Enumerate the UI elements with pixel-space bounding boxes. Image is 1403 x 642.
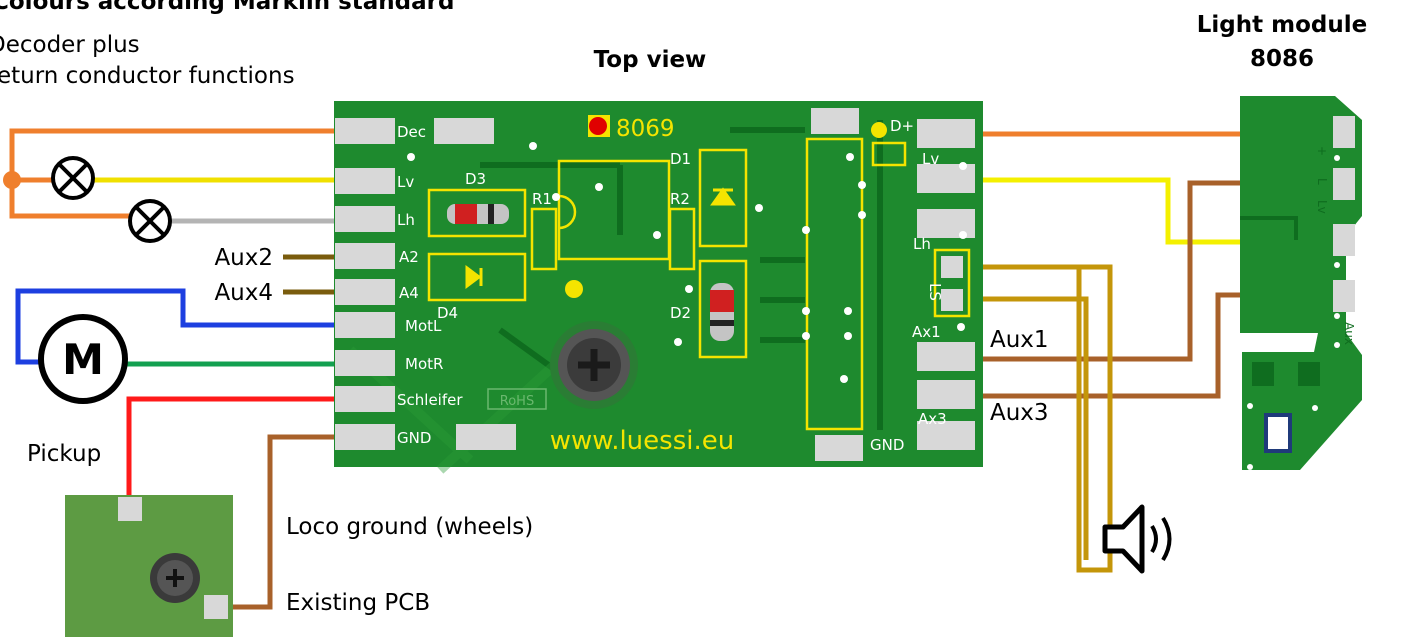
pin-schleifer: Schleifer: [397, 391, 463, 409]
pin-lh-right: Lh: [913, 235, 931, 253]
wire-junction-dot: [3, 171, 21, 189]
vias: [407, 142, 967, 383]
light-module-board: + L Lv Aux: [1240, 96, 1362, 470]
light-module-title: Light module: [1197, 12, 1367, 38]
aux4-label: Aux4: [214, 280, 273, 306]
light-module-number: 8086: [1250, 46, 1314, 72]
wire-gold-ls1: [963, 264, 1113, 573]
bottom-pad-2: [815, 435, 863, 461]
pickup-pad: [118, 497, 142, 521]
pin-ax1: Ax1: [912, 323, 941, 341]
top-view-label: Top view: [594, 47, 707, 73]
module-pad-aux: Aux: [1342, 322, 1356, 345]
rear-lamp-icon: [128, 199, 172, 243]
ground-pad: [204, 595, 228, 619]
wire-brown-gnd: [228, 434, 337, 610]
pin-ax3: Ax3: [918, 410, 947, 428]
motor-icon: M: [38, 314, 128, 404]
motor-label: M: [62, 335, 104, 384]
module-pad-lv: Lv: [1315, 200, 1329, 214]
led-icon: [1264, 413, 1292, 453]
wire-blue-motl: [15, 288, 337, 365]
pin-dec: Dec: [397, 123, 426, 141]
existing-pcb-label: Existing PCB: [286, 590, 430, 616]
model-number: 8069: [616, 116, 675, 142]
speaker-icon: [1102, 504, 1172, 574]
pin-motr: MotR: [405, 355, 443, 373]
module-pad-plus: +: [1315, 146, 1329, 156]
pin-a4: A4: [399, 284, 419, 302]
diode-d4-icon: [465, 265, 483, 289]
diode-d2-icon: [710, 283, 734, 341]
diode-d3-icon: [447, 204, 509, 224]
wire-gold-ls2: [963, 296, 1089, 560]
right-pads: [917, 119, 975, 450]
rohs-label: RoHS: [500, 394, 534, 409]
wire-red-pickup: [126, 396, 337, 497]
pin-gnd-left: GND: [397, 429, 431, 447]
module-vias: [1247, 155, 1340, 470]
pin-motl: MotL: [405, 317, 442, 335]
label-r1: R1: [532, 190, 552, 208]
label-d4: D4: [437, 304, 458, 322]
pin-ls: LS: [926, 283, 944, 301]
subtitle-line-2: return conductor functions: [0, 63, 295, 89]
existing-pcb-board: [65, 495, 233, 640]
left-pads: [335, 118, 395, 450]
top-pad-2: [811, 108, 859, 134]
label-r2: R2: [670, 190, 690, 208]
top-pad-1: [434, 118, 494, 144]
aux3-label: Aux3: [990, 400, 1049, 426]
label-d1: D1: [670, 150, 691, 168]
bottom-pad-1: [456, 424, 516, 450]
website-label: www.luessi.eu: [550, 426, 734, 456]
subtitle-line-1: Decoder plus: [0, 32, 140, 58]
pickup-label: Pickup: [27, 441, 101, 467]
aux2-label: Aux2: [214, 245, 273, 271]
aux1-label: Aux1: [990, 327, 1049, 353]
pin-gnd-right: GND: [870, 436, 904, 454]
pin-lv-left: Lv: [397, 173, 414, 191]
decoder-pcb: Dec Lv Lh A2 A4 MotL MotR Schleifer GND …: [334, 101, 983, 474]
module-pads: [1333, 116, 1355, 312]
front-lamp-icon: [51, 156, 95, 200]
rohs-box: [487, 388, 547, 410]
mounting-screw-icon: [550, 321, 638, 409]
screw-icon: [150, 553, 200, 603]
large-ic-outline: [805, 137, 864, 431]
module-pad-l: L: [1315, 178, 1329, 185]
pin-a2: A2: [399, 248, 419, 266]
diagram-title: Colours according Märklin standard: [0, 0, 454, 15]
pin-lv-right: Lv: [922, 150, 939, 168]
pin-d-plus: D+: [890, 117, 914, 135]
pin-lh-left: Lh: [397, 211, 415, 229]
diode-d1-icon: [710, 187, 736, 206]
loco-ground-label: Loco ground (wheels): [286, 514, 533, 540]
label-d3: D3: [465, 170, 486, 188]
label-d2: D2: [670, 304, 691, 322]
